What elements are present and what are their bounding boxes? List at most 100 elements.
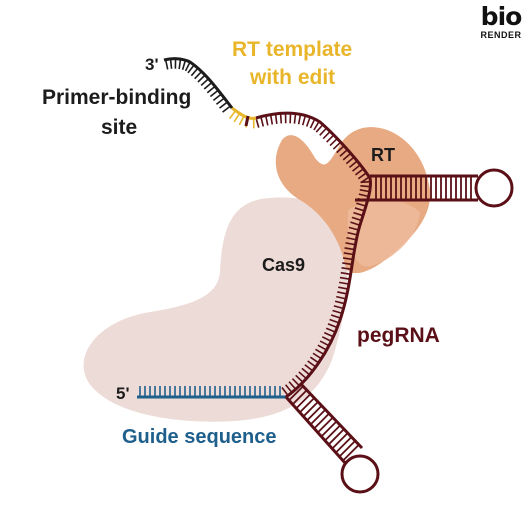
base-tick xyxy=(338,281,350,285)
base-tick xyxy=(295,374,304,383)
base-tick xyxy=(352,164,361,172)
three-prime-label: 3' xyxy=(145,55,159,74)
logo-sub-text: RENDER xyxy=(480,30,522,40)
base-tick xyxy=(340,271,351,276)
base-tick xyxy=(317,344,327,351)
base-tick xyxy=(337,291,348,295)
base-tick xyxy=(360,176,370,184)
biorender-logo: bio RENDER xyxy=(476,2,526,41)
base-tick xyxy=(260,116,265,127)
base-tick xyxy=(209,89,219,98)
base-tick xyxy=(301,115,307,126)
base-tick xyxy=(334,300,345,305)
base-tick xyxy=(329,318,340,324)
base-tick xyxy=(354,207,365,212)
base-tick xyxy=(305,116,311,127)
rt-highlight xyxy=(347,199,420,267)
base-tick xyxy=(304,364,314,372)
base-tick xyxy=(358,193,369,198)
guide-sequence xyxy=(137,386,286,399)
base-tick xyxy=(315,124,324,133)
base-tick xyxy=(353,211,364,217)
base-tick xyxy=(194,70,203,80)
base-tick xyxy=(326,134,335,143)
hairpin-rung xyxy=(338,440,356,458)
base-tick xyxy=(297,114,302,125)
lower-hairpin xyxy=(284,381,380,494)
base-tick xyxy=(284,384,293,393)
hairpin-rung xyxy=(302,401,319,418)
base-tick xyxy=(228,110,237,120)
base-tick xyxy=(307,360,317,368)
primer-binding-label-line2: site xyxy=(101,116,138,139)
base-tick xyxy=(321,336,332,342)
base-tick xyxy=(255,117,260,128)
base-tick xyxy=(357,172,367,180)
base-tick xyxy=(329,138,338,147)
cas9-label: Cas9 xyxy=(262,255,306,275)
logo-main-text: bio xyxy=(480,2,523,31)
base-tick xyxy=(346,236,357,241)
rt-label: RT xyxy=(371,145,395,165)
base-tick xyxy=(345,156,355,165)
base-tick xyxy=(338,286,349,290)
base-tick xyxy=(164,59,169,70)
base-tick xyxy=(319,340,330,347)
base-tick xyxy=(319,127,328,136)
base-tick xyxy=(341,267,352,271)
base-tick xyxy=(190,67,199,77)
base-tick xyxy=(327,323,338,329)
base-tick xyxy=(169,58,173,69)
base-tick xyxy=(222,105,231,113)
hairpin-rung xyxy=(295,393,312,410)
edit-mark xyxy=(244,115,250,127)
base-tick xyxy=(347,231,358,236)
base-tick xyxy=(342,257,354,261)
hairpin-rung xyxy=(327,428,345,446)
base-tick xyxy=(342,262,353,266)
hairpin-rung xyxy=(317,416,334,434)
base-tick xyxy=(360,185,371,188)
base-tick xyxy=(197,74,206,83)
base-tick xyxy=(212,93,222,101)
base-tick xyxy=(345,242,356,246)
rt-template-label-line2: with edit xyxy=(250,66,336,89)
base-tick xyxy=(269,114,274,125)
base-tick xyxy=(354,168,364,176)
base-tick xyxy=(178,58,182,70)
base-tick xyxy=(219,101,228,109)
hairpin-rung xyxy=(331,432,349,450)
base-tick xyxy=(291,378,300,387)
base-tick xyxy=(339,148,348,157)
hairpin-rung xyxy=(299,397,315,414)
base-tick xyxy=(200,78,210,87)
primer-binding-strand xyxy=(163,57,234,109)
base-tick xyxy=(348,160,358,168)
guide-sequence-label: Guide sequence xyxy=(122,426,277,448)
base-tick xyxy=(293,113,297,124)
base-tick xyxy=(301,367,311,376)
base-tick xyxy=(281,387,289,397)
base-tick xyxy=(330,314,341,319)
hairpin-rung xyxy=(288,385,304,401)
base-tick xyxy=(312,352,322,360)
base-tick xyxy=(264,115,269,126)
base-tick xyxy=(336,295,347,300)
base-tick xyxy=(238,115,245,126)
base-tick xyxy=(184,61,191,72)
rt-template-strand xyxy=(231,106,257,120)
pegrna-label: pegRNA xyxy=(357,324,440,347)
base-tick xyxy=(336,145,345,154)
hairpin-rung xyxy=(291,389,308,406)
base-tick xyxy=(233,113,241,123)
upper-hairpin xyxy=(355,168,514,208)
base-tick xyxy=(351,216,362,222)
base-tick xyxy=(344,247,355,251)
base-tick xyxy=(187,64,195,74)
base-tick xyxy=(274,113,278,124)
base-tick xyxy=(313,121,320,131)
base-tick xyxy=(350,221,361,226)
hairpin-rung xyxy=(309,409,327,426)
primer-binding-label-line1: Primer-binding xyxy=(42,86,192,109)
base-tick xyxy=(359,189,370,193)
